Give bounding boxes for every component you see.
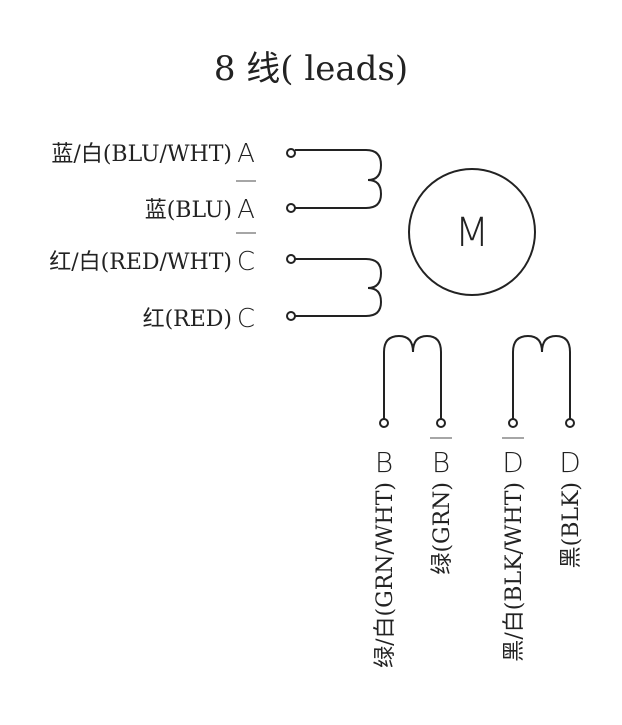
lead-label-red: 红(RED) — [143, 307, 232, 332]
terminal-d-bar: D — [502, 446, 524, 479]
terminal-a-bar: A — [237, 195, 255, 225]
coil-a — [286, 148, 383, 213]
motor-label: M — [455, 210, 490, 256]
diagram-title: 8 线( leads) — [214, 49, 408, 89]
lead-label-red-wht: 红/白(RED/WHT) — [49, 250, 232, 275]
lead-label-blk-wht: 黑/白(BLK/WHT) — [502, 482, 527, 662]
lead-label-grn-wht: 绿/白(GRN/WHT) — [373, 482, 398, 668]
terminal-b-bar: B — [432, 446, 450, 479]
terminal-b: B — [375, 446, 393, 479]
terminal-a: A — [237, 139, 255, 169]
lead-label-blk: 黑(BLK) — [559, 482, 584, 568]
terminal-d: D — [559, 446, 581, 479]
coil-c — [286, 254, 383, 321]
lead-label-blu: 蓝(BLU) — [145, 198, 232, 223]
terminal-c: C — [237, 304, 255, 334]
coil-b — [379, 334, 446, 428]
lead-label-blu-wht: 蓝/白(BLU/WHT) — [51, 142, 232, 167]
lead-label-grn: 绿(GRN) — [430, 482, 455, 575]
motor-circle — [408, 168, 536, 296]
coil-d — [508, 334, 575, 428]
terminal-c-bar: C — [237, 247, 255, 277]
